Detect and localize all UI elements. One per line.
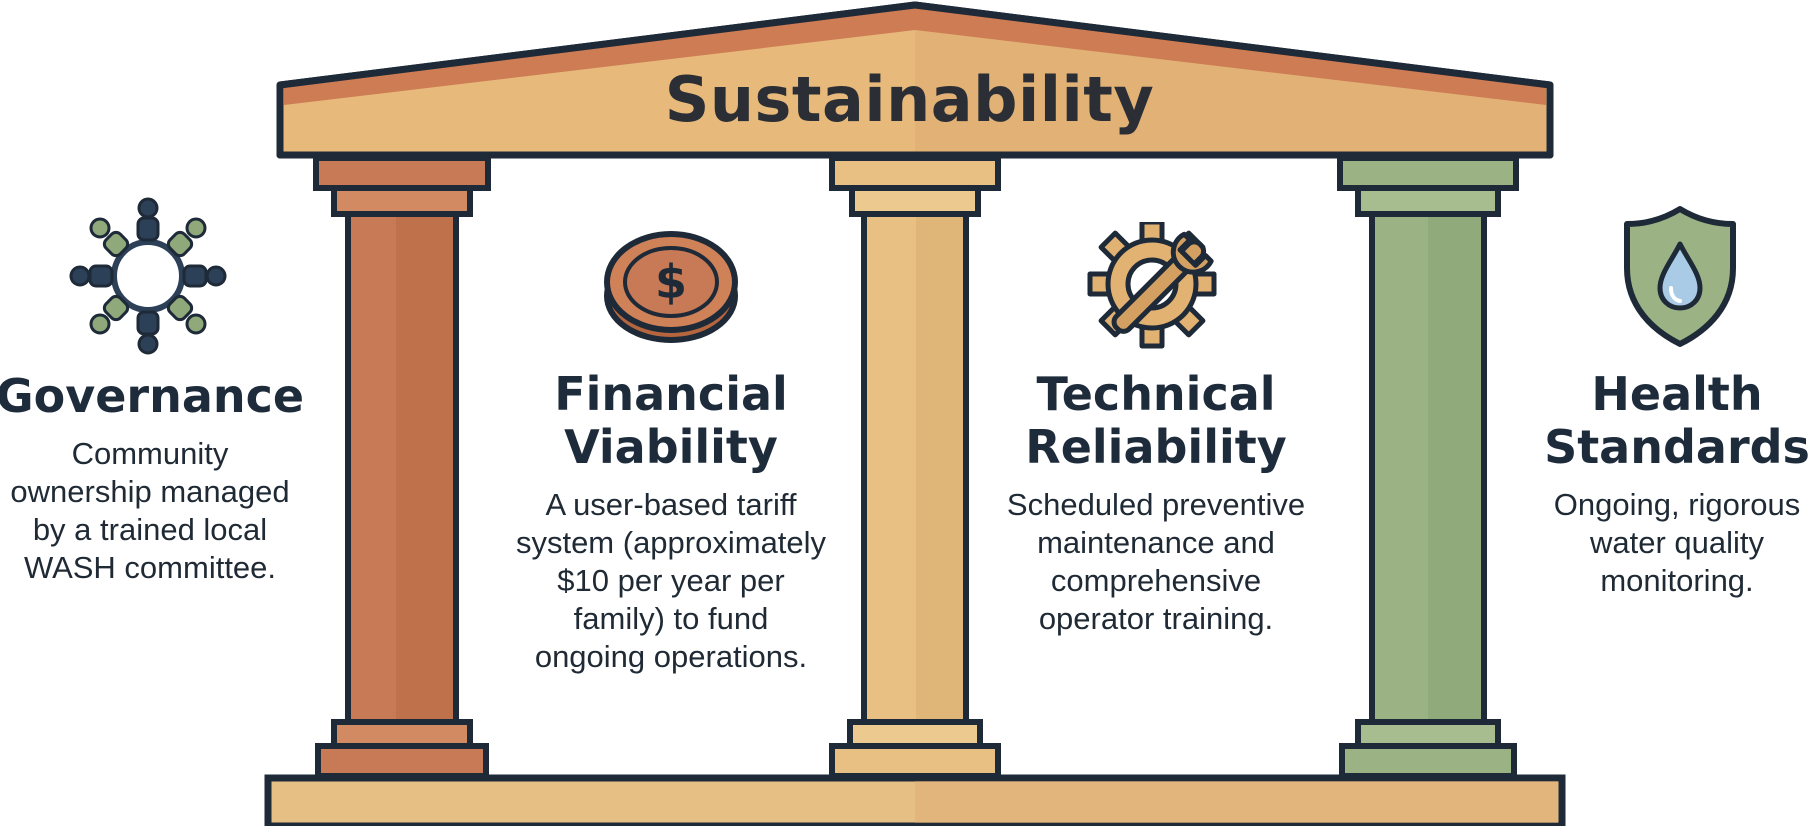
heading-line: Technical	[1036, 367, 1276, 421]
desc-line: by a trained local	[32, 512, 268, 547]
desc-line: monitoring.	[1600, 563, 1754, 598]
desc-line: Ongoing, rigorous	[1553, 487, 1801, 522]
pillar-heading: Financial Viability	[491, 368, 851, 474]
column-technical	[1337, 155, 1519, 779]
diagram-title: Sustainability	[664, 63, 1155, 136]
pillar-description: A user-based tariff system (approximatel…	[491, 486, 851, 676]
pillar-technical: Technical Reliability Scheduled preventi…	[981, 368, 1331, 638]
heading-line: Viability	[564, 420, 778, 474]
desc-line: A user-based tariff	[545, 487, 797, 522]
heading-line: Reliability	[1025, 420, 1287, 474]
desc-line: water quality	[1589, 525, 1765, 560]
roof	[276, 1, 1554, 159]
desc-line: $10 per year per	[557, 563, 785, 598]
desc-line: family) to fund	[573, 601, 769, 636]
column-governance	[313, 155, 491, 779]
community-circle-icon	[69, 197, 227, 355]
heading-line: Governance	[0, 369, 305, 423]
desc-line: Community	[71, 436, 229, 471]
pillar-financial: Financial Viability A user-based tariff …	[491, 368, 851, 676]
heading-line: Health	[1591, 367, 1763, 421]
water-shield-icon	[1624, 206, 1736, 347]
pillar-heading: Health Standards	[1527, 368, 1819, 474]
wrench-gear-icon	[1087, 222, 1217, 349]
desc-line: maintenance and	[1037, 525, 1275, 560]
pillar-health: Health Standards Ongoing, rigorous water…	[1527, 368, 1819, 600]
heading-line: Financial	[554, 367, 788, 421]
heading-line: Standards	[1544, 420, 1810, 474]
pillar-heading: Technical Reliability	[981, 368, 1331, 474]
base	[264, 774, 1566, 826]
coin-icon: $	[604, 231, 738, 343]
pillar-heading: Governance	[0, 370, 308, 423]
desc-line: comprehensive	[1050, 563, 1262, 598]
pillar-governance: Governance Community ownership managed b…	[0, 370, 308, 587]
desc-line: ongoing operations.	[534, 639, 808, 674]
pillar-description: Community ownership managed by a trained…	[0, 435, 308, 587]
desc-line: Scheduled preventive	[1006, 487, 1306, 522]
pillar-description: Scheduled preventive maintenance and com…	[981, 486, 1331, 638]
desc-line: operator training.	[1038, 601, 1274, 636]
desc-line: ownership managed	[10, 474, 290, 509]
column-financial	[829, 155, 1001, 779]
svg-text:$: $	[655, 255, 687, 309]
desc-line: system (approximately	[515, 525, 827, 560]
pillar-description: Ongoing, rigorous water quality monitori…	[1527, 486, 1819, 600]
desc-line: WASH committee.	[23, 550, 277, 585]
